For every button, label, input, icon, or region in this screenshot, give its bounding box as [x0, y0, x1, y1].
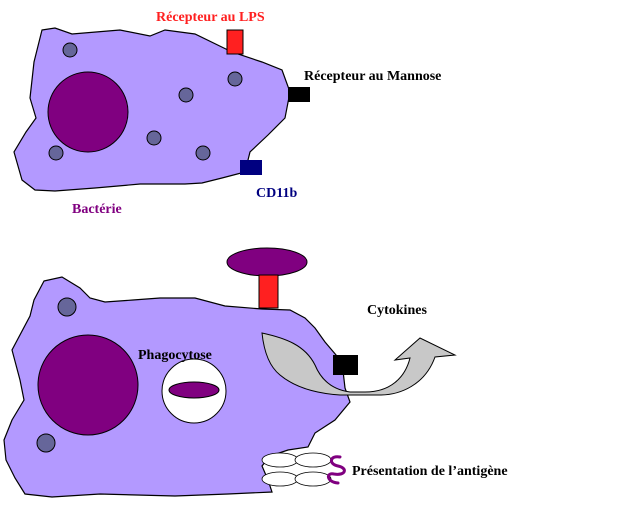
granule: [178, 87, 194, 103]
granule: [227, 71, 243, 87]
cd11b-receptor: [240, 160, 262, 175]
bound-bacteria: [226, 247, 308, 277]
phagocytosis-label: Phagocytose: [138, 348, 212, 363]
granule: [36, 433, 56, 453]
cytokines-label: Cytokines: [367, 303, 427, 318]
bottom-nucleus: [37, 334, 139, 436]
granule: [62, 42, 78, 58]
lps-receptor-label: Récepteur au LPS: [156, 10, 265, 25]
lps-receptor-bound: [258, 274, 279, 309]
mannose-receptor-bottom: [333, 355, 358, 375]
mannose-receptor-label: Récepteur au Mannose: [304, 69, 441, 84]
antigen-presentation-label: Présentation de l’antigène: [352, 464, 508, 479]
granule: [57, 297, 77, 317]
cytokine-secretion-arrow: [261, 332, 457, 396]
antigen-peptide: [327, 455, 346, 485]
granule: [195, 145, 211, 161]
bacteria-label: Bactérie: [72, 202, 122, 217]
engulfed-bacteria: [168, 381, 220, 399]
bottom-macrophage: [3, 247, 457, 498]
mhc-cluster: [261, 452, 332, 487]
mannose-receptor: [288, 87, 310, 102]
top-macrophage: [13, 27, 310, 192]
granule: [48, 145, 64, 161]
lps-receptor: [226, 29, 244, 55]
cd11b-label: CD11b: [256, 186, 297, 201]
granule: [146, 130, 162, 146]
top-nucleus: [47, 71, 129, 153]
